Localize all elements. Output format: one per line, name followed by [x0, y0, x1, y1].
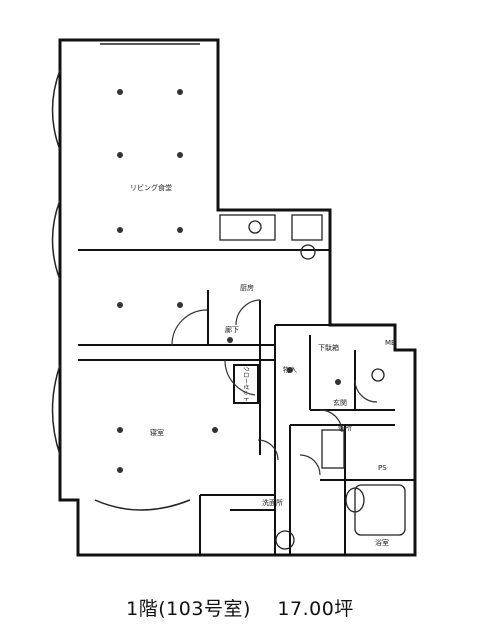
room-label-living: リビング食堂	[130, 183, 172, 192]
room-label-ps: PS	[378, 464, 387, 472]
room-label-kitchen: 厨房	[240, 283, 254, 292]
room-label-shoe-cabinet: 下駄箱	[318, 343, 339, 352]
room-label-bathroom: 浴室	[375, 538, 389, 547]
room-label-washroom: 洗面所	[262, 498, 283, 507]
sink-icon	[248, 220, 262, 234]
room-label-entrance: 玄関	[333, 398, 347, 407]
windows	[51, 43, 200, 511]
toilet-bowl-icon	[345, 487, 365, 513]
meter-icon	[371, 368, 385, 382]
room-label-mb: MB	[385, 339, 396, 347]
area-label: 17.00坪	[277, 598, 354, 620]
floor-plan: リビング食堂 厨房 廊下 寝室 物入 下駄箱 玄関 洗面所 便所 浴室 PS M…	[51, 38, 417, 557]
room-labels: リビング食堂 厨房 廊下 寝室 物入 下駄箱 玄関 洗面所 便所 浴室 PS M…	[130, 183, 396, 547]
doors	[171, 299, 378, 476]
room-label-toilet: 便所	[338, 423, 352, 432]
stove	[291, 214, 323, 241]
range-hood-icon	[300, 244, 316, 260]
plan-caption: 1階(103号室) 17.00坪	[0, 594, 480, 621]
washbasin-icon	[275, 530, 295, 550]
fixtures	[219, 214, 406, 550]
floor-label: 1階(103号室)	[126, 598, 251, 620]
kitchen-counter	[219, 214, 276, 241]
room-label-storage: 物入	[283, 365, 297, 374]
room-label-corridor: 廊下	[225, 325, 239, 334]
outer-walls	[58, 38, 417, 557]
light-markers	[117, 89, 341, 473]
bathtub	[354, 484, 406, 536]
vanity	[321, 429, 345, 469]
room-label-closet: クローゼット	[242, 366, 250, 402]
room-label-bedroom: 寝室	[150, 428, 164, 437]
interior-walls	[78, 249, 415, 555]
